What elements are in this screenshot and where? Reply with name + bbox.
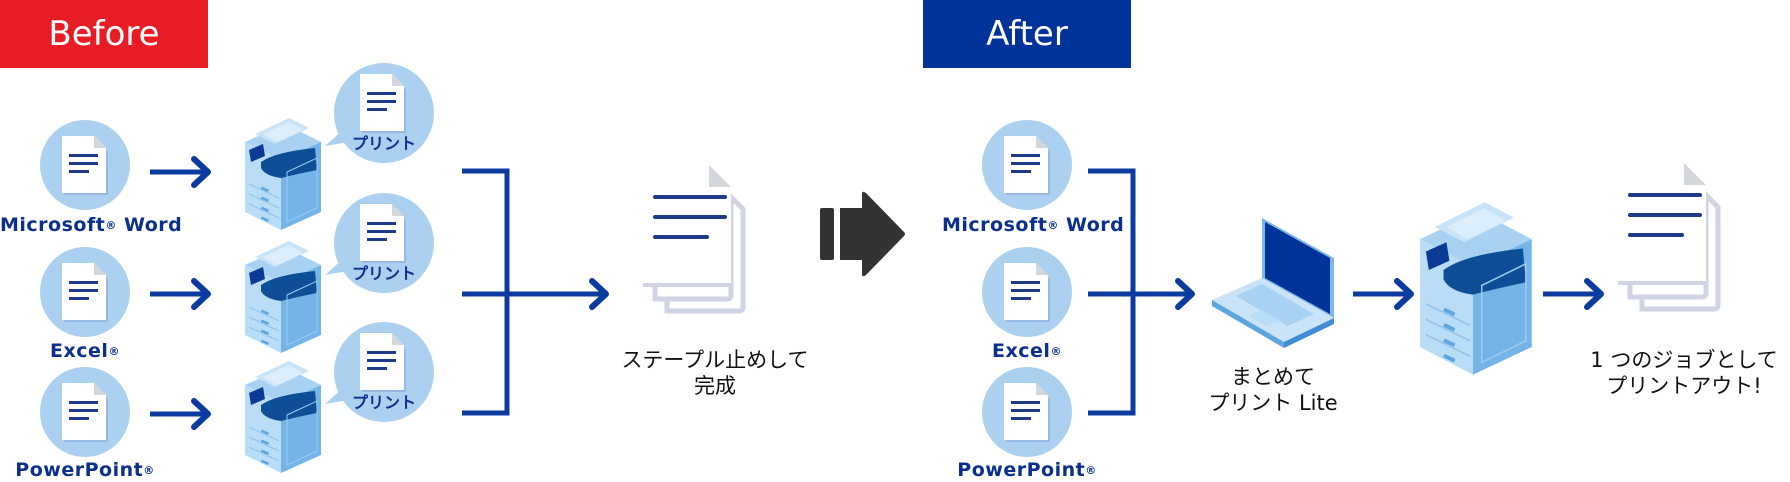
registered-mark: ® [1085, 464, 1097, 477]
printer-icon [1419, 201, 1533, 376]
after-app-label-powerpoint: PowerPoint® [952, 459, 1102, 481]
before-app-label-excel: Excel® [20, 340, 150, 362]
caption-line: プリントアウト! [1606, 374, 1762, 398]
printer-icon [244, 240, 322, 354]
caption-line: ステープル止めして [621, 348, 809, 372]
document-icon [1004, 383, 1050, 442]
document-icon [1004, 136, 1050, 195]
caption-line: まとめて [1231, 365, 1315, 389]
registered-mark: ® [105, 219, 117, 232]
after-result-caption: 1 つのジョブとして プリントアウト! [1578, 347, 1790, 399]
before-result-caption: ステープル止めして 完成 [595, 347, 835, 399]
app-name-suffix: Word [116, 214, 183, 236]
app-name: Microsoft [942, 214, 1048, 236]
document-icon [62, 383, 108, 442]
after-app-label-excel: Excel® [962, 340, 1092, 362]
bubble-print-label: プリント [351, 393, 416, 412]
after-tag: After [923, 0, 1131, 68]
before-app-excel [40, 247, 130, 337]
before-merge-bracket [462, 168, 609, 416]
document-icon [360, 204, 406, 263]
bubble-print-label: プリント [351, 134, 416, 153]
arrow-icon [150, 159, 208, 185]
before-app-label-word: Microsoft® Word [0, 214, 182, 236]
app-name: PowerPoint [957, 459, 1086, 481]
registered-mark: ® [143, 464, 155, 477]
caption-line: 1 つのジョブとして [1590, 348, 1778, 372]
before-app-label-powerpoint: PowerPoint® [10, 459, 160, 481]
document-icon [360, 333, 406, 392]
registered-mark: ® [1047, 219, 1059, 232]
caption-line: プリント Lite [1208, 391, 1338, 415]
arrow-icon [150, 281, 208, 307]
arrow-icon [1353, 281, 1411, 307]
registered-mark: ® [1050, 345, 1062, 358]
after-merge-bracket [1088, 168, 1195, 416]
after-app-word [982, 120, 1072, 210]
app-name: Excel [992, 340, 1051, 362]
print-bubble [325, 322, 434, 422]
app-name-suffix: Word [1058, 214, 1125, 236]
app-name: Microsoft [0, 214, 106, 236]
before-app-word [40, 120, 130, 210]
printer-icon [244, 117, 322, 231]
app-name: PowerPoint [15, 459, 144, 481]
before-app-powerpoint [40, 367, 130, 457]
app-name: Excel [50, 340, 109, 362]
after-app-excel [982, 247, 1072, 337]
document-icon [1004, 263, 1050, 322]
arrow-icon [1543, 281, 1601, 307]
after-app-powerpoint [982, 367, 1072, 457]
document-icon [360, 74, 406, 133]
arrow-icon [150, 401, 208, 427]
printer-icon [244, 360, 322, 474]
document-icon [62, 136, 108, 195]
document-icon [62, 263, 108, 322]
print-bubble [325, 63, 434, 163]
laptop-icon [1212, 218, 1334, 348]
stacked-documents-icon [643, 165, 743, 311]
before-tag: Before [0, 0, 208, 68]
print-bubble [325, 193, 434, 293]
before-tag-label: Before [48, 14, 160, 54]
after-tag-label: After [986, 14, 1068, 54]
laptop-caption: まとめて プリント Lite [1183, 364, 1363, 416]
registered-mark: ® [108, 345, 120, 358]
bubble-print-label: プリント [351, 264, 416, 283]
transition-arrow-icon [820, 191, 905, 277]
caption-line: 完成 [694, 374, 736, 398]
stacked-documents-icon [1618, 163, 1718, 309]
after-app-label-word: Microsoft® Word [942, 214, 1124, 236]
